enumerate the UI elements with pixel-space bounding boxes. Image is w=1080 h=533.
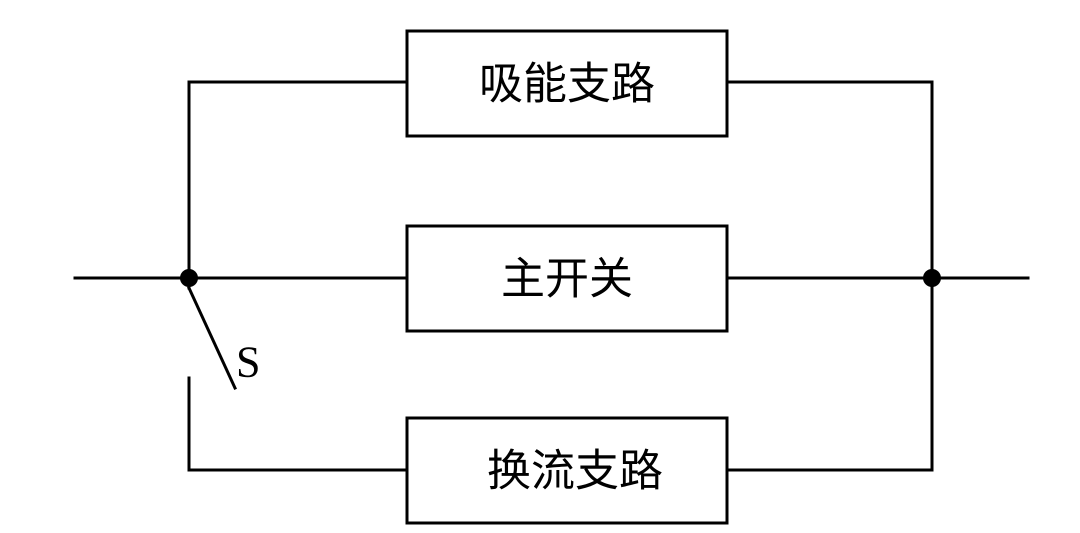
junction-node-left — [180, 269, 198, 287]
switch-s-label: S — [236, 338, 260, 387]
right-bus — [725, 80, 934, 472]
block-commutation-label: 换流支路 — [487, 446, 663, 497]
junction-node-right — [923, 269, 941, 287]
block-main-switch-label: 主开关 — [501, 254, 633, 305]
block-energy-absorption-label: 吸能支路 — [479, 59, 655, 110]
left-bus-upper — [187, 80, 409, 290]
block-energy-absorption-branch: 吸能支路 — [405, 29, 729, 138]
left-bus-lower — [187, 376, 409, 472]
block-energy-absorption-rect — [405, 29, 729, 138]
block-main-switch-rect — [405, 224, 729, 333]
block-main-switch: 主开关 — [405, 224, 729, 333]
block-commutation-rect — [405, 416, 729, 525]
switch-s-blade — [187, 286, 237, 390]
block-commutation-branch: 换流支路 — [405, 416, 729, 525]
